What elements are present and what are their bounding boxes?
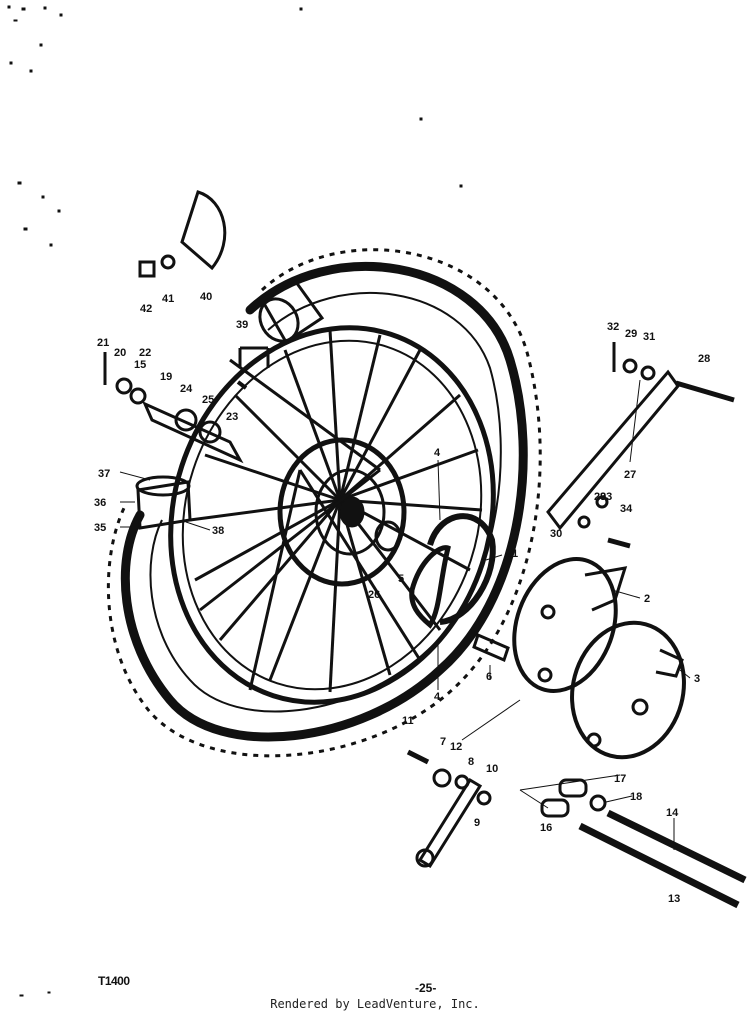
callout-36: 36	[94, 497, 106, 509]
callout-27: 27	[624, 469, 636, 481]
callout-1: 1	[512, 548, 518, 560]
callout-5-right: 5	[505, 551, 511, 563]
callout-9: 9	[474, 817, 480, 829]
callout-22: 22	[139, 347, 151, 359]
leader-lines	[119, 379, 691, 850]
spokes	[189, 329, 483, 693]
callout-28: 28	[698, 353, 710, 365]
page-number: -25-	[415, 981, 437, 995]
callout-15: 15	[134, 359, 146, 371]
callout-29-top: 29	[625, 328, 637, 340]
callout-18: 18	[630, 791, 642, 803]
hub	[277, 437, 407, 587]
hardware-parts	[103, 190, 747, 909]
callout-33: 33	[600, 491, 612, 503]
callout-6: 6	[486, 671, 492, 683]
callout-23: 23	[226, 411, 238, 423]
callout-29-lower: 29	[594, 491, 606, 503]
callout-20: 20	[114, 347, 126, 359]
callout-32: 32	[607, 321, 619, 333]
callout-21: 21	[97, 337, 109, 349]
callout-34: 34	[620, 503, 633, 515]
callout-7: 7	[440, 736, 446, 748]
callout-19: 19	[160, 371, 172, 383]
callout-4-upper: 4	[434, 447, 441, 459]
callout-26: 26	[368, 589, 380, 601]
callout-42: 42	[140, 303, 152, 315]
callout-40: 40	[200, 291, 212, 303]
callout-13: 13	[668, 893, 680, 905]
callout-14: 14	[666, 807, 679, 819]
callout-24: 24	[180, 383, 193, 395]
callout-11: 11	[402, 715, 414, 727]
callout-16: 16	[540, 822, 552, 834]
callout-8: 8	[468, 756, 474, 768]
callout-30: 30	[550, 528, 562, 540]
callout-10: 10	[486, 763, 498, 775]
callout-41: 41	[162, 293, 174, 305]
callout-12: 12	[450, 741, 462, 753]
callout-3: 3	[694, 673, 700, 685]
callout-35: 35	[94, 522, 106, 534]
brake-shoes	[409, 513, 496, 629]
callout-39: 39	[236, 319, 248, 331]
scan-speckles	[7, 5, 463, 997]
callout-5-left: 5	[398, 573, 404, 585]
callout-17: 17	[614, 773, 626, 785]
footer-credit: Rendered by LeadVenture, Inc.	[270, 997, 480, 1011]
rim	[168, 325, 496, 705]
callout-31: 31	[643, 331, 655, 343]
callout-38: 38	[212, 525, 224, 537]
callout-2: 2	[644, 593, 650, 605]
callout-labels: 1 2 3 4 4 5 5 6 7 8 9 10 11 12 13 14 15 …	[94, 291, 710, 905]
model-code: T1400	[98, 974, 130, 988]
brake-panel	[512, 557, 686, 760]
callout-37: 37	[98, 468, 110, 480]
callout-4-lower: 4	[434, 691, 441, 703]
callout-25: 25	[202, 394, 214, 406]
